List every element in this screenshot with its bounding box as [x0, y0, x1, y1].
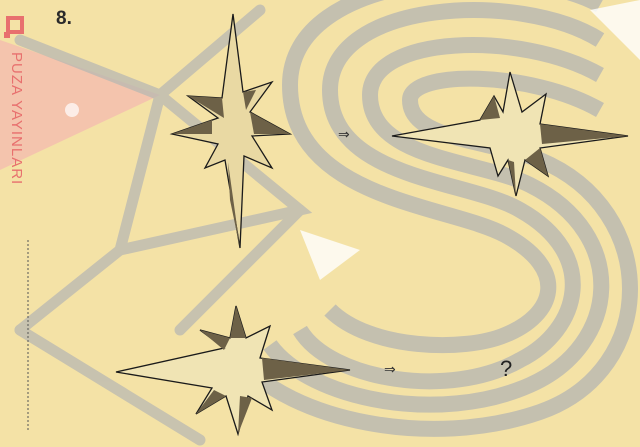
question-number: 8. [56, 8, 72, 30]
transform-arrow-top: ⇒ [338, 127, 350, 143]
transform-arrow-bottom: ⇒ [384, 362, 396, 378]
publisher-name: PUZA YAYINLARI [8, 52, 25, 185]
publisher-watermark: PUZA YAYINLARI [7, 52, 25, 212]
answer-question-mark: ? [500, 356, 512, 382]
